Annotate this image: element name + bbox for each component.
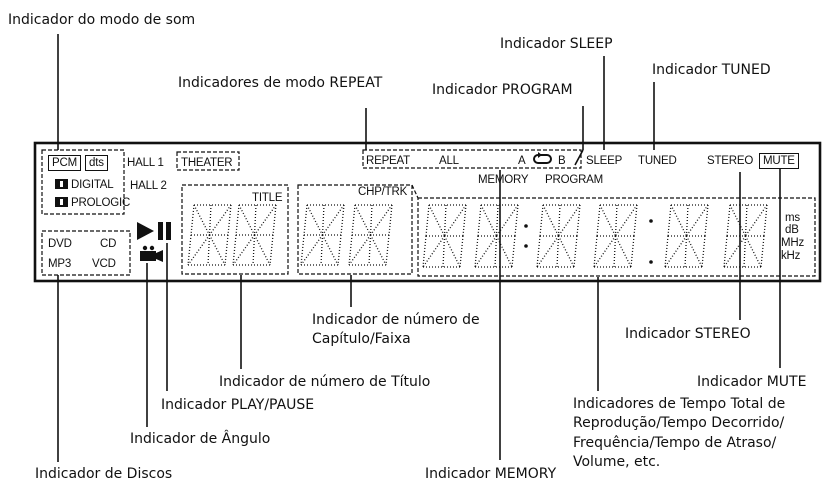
hall2-indicator: HALL 2	[130, 180, 167, 192]
program-indicator: PROGRAM	[545, 174, 604, 186]
segment-digit-5	[422, 204, 467, 268]
callout-repeat: Indicadores de modo REPEAT	[178, 75, 383, 91]
tuned-indicator: TUNED	[638, 155, 677, 167]
dvd-indicator: DVD	[48, 238, 72, 250]
repeat-loop-icon	[533, 152, 552, 164]
callout-memory: Indicador MEMORY	[425, 466, 557, 482]
callout-angle: Indicador de Ângulo	[130, 431, 271, 447]
vcd-indicator: VCD	[92, 258, 116, 270]
repeat-group	[362, 149, 582, 169]
pcm-indicator: PCM	[48, 155, 81, 171]
prologic-indicator: PROLOGIC	[71, 197, 131, 209]
segment-digit-2	[232, 204, 277, 266]
repeat-a-indicator: A	[518, 155, 526, 167]
callout-time-line2: Reprodução/Tempo Decorrido/	[573, 415, 785, 431]
time-digits-group	[417, 197, 816, 277]
unit-ms: ms	[785, 212, 800, 224]
sound-mode-group	[41, 149, 125, 215]
cd-indicator: CD	[100, 238, 117, 250]
unit-db: dB	[785, 224, 799, 236]
segment-digit-1	[187, 204, 232, 266]
callout-title: Indicador de número de Título	[219, 374, 431, 390]
callout-chapter-line2: Capítulo/Faixa	[312, 331, 411, 347]
callout-discs: Indicador de Discos	[35, 466, 173, 482]
memory-indicator: MEMORY	[478, 174, 529, 186]
sleep-indicator: SLEEP	[586, 155, 623, 167]
time-colon-1	[524, 224, 528, 248]
repeat-indicator: REPEAT	[366, 155, 410, 167]
unit-khz: kHz	[781, 250, 801, 262]
callout-mute: Indicador MUTE	[697, 374, 807, 390]
digital-indicator: DIGITAL	[71, 179, 114, 191]
pause-icon	[158, 222, 163, 240]
callout-chapter-line1: Indicador de número de	[312, 312, 480, 328]
time-colon-2	[649, 219, 653, 264]
theater-indicator: THEATER	[181, 157, 233, 169]
mute-indicator: MUTE	[759, 153, 799, 169]
chapter-digits-group	[297, 184, 413, 275]
segment-digits	[187, 204, 768, 268]
segment-digit-4	[348, 204, 393, 266]
callout-time-line3: Frequência/Tempo de Atraso/	[573, 435, 777, 451]
unit-mhz: MHz	[781, 237, 805, 249]
theater-group	[176, 151, 240, 171]
segment-digit-3	[300, 204, 345, 266]
callout-play-pause: Indicador PLAY/PAUSE	[161, 397, 315, 413]
callout-sleep: Indicador SLEEP	[500, 36, 613, 52]
leader-lines	[57, 34, 781, 462]
segment-digit-6	[474, 204, 519, 268]
lcd-display-frame	[33, 141, 822, 283]
camera-angle-icon	[140, 245, 163, 262]
callout-sound-mode: Indicador do modo de som	[8, 12, 196, 28]
title-indicator: TITLE	[252, 192, 283, 204]
segment-digit-10	[723, 204, 768, 268]
repeat-all-indicator: ALL	[439, 155, 459, 167]
title-digits-group	[181, 184, 289, 275]
repeat-b-indicator: B	[558, 155, 566, 167]
callout-stereo: Indicador STEREO	[625, 326, 751, 342]
disc-group	[41, 230, 131, 276]
chp-trk-indicator: CHP/TRK	[358, 186, 408, 198]
callout-tuned: Indicador TUNED	[652, 62, 771, 78]
callout-program: Indicador PROGRAM	[432, 82, 573, 98]
play-icon	[137, 222, 154, 240]
hall1-indicator: HALL 1	[127, 157, 164, 169]
callout-time-line4: Volume, etc.	[573, 454, 661, 470]
dts-indicator: dts	[85, 155, 108, 171]
segment-digit-9	[664, 204, 709, 268]
stereo-indicator: STEREO	[707, 155, 754, 167]
callout-time-line1: Indicadores de Tempo Total de	[573, 396, 786, 412]
segment-digit-7	[536, 204, 581, 268]
segment-digit-8	[593, 204, 638, 268]
mp3-indicator: MP3	[48, 258, 72, 270]
